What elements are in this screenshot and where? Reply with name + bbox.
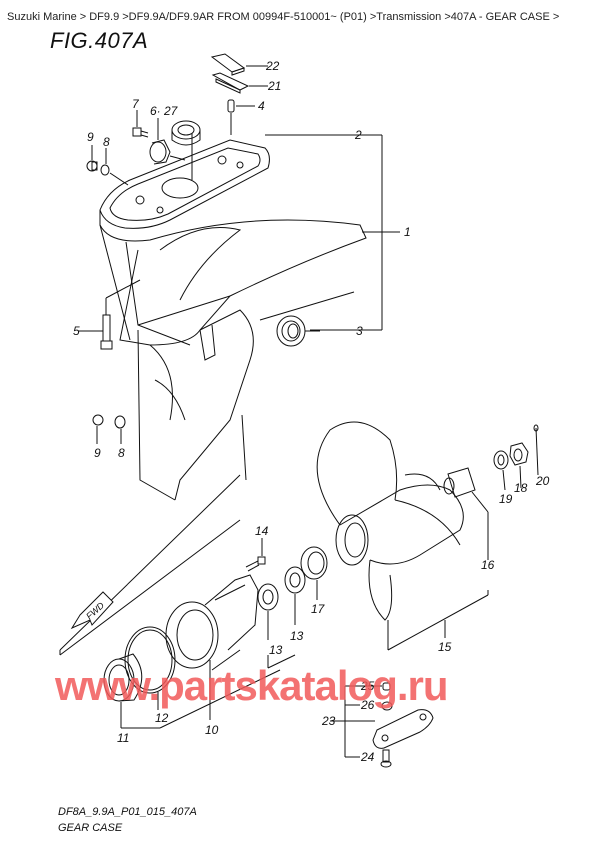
figure-title: FIG.407A [50, 28, 149, 53]
callout-15[interactable]: 15 [438, 640, 452, 654]
callout-9-upper[interactable]: 9 [87, 130, 94, 144]
diagram-name: GEAR CASE [58, 822, 123, 834]
callout-24[interactable]: 24 [360, 750, 375, 764]
callout-5[interactable]: 5 [73, 324, 80, 338]
part-23-anode-plate[interactable] [372, 709, 434, 749]
fwd-arrow-icon: FWD [70, 591, 114, 630]
part-19-washer[interactable] [493, 450, 509, 470]
callout-23[interactable]: 23 [321, 714, 336, 728]
callout-7[interactable]: 7 [132, 97, 140, 111]
callout-22[interactable]: 22 [265, 59, 280, 73]
part-7-bolt[interactable] [132, 127, 149, 138]
part-8-washer-upper[interactable] [100, 164, 110, 176]
part-13-oil-seal-a[interactable] [284, 566, 306, 594]
part-18-castle-nut[interactable] [509, 442, 529, 466]
watermark: www.partskatalog.ru [55, 662, 449, 709]
part-6-27-bushing[interactable] [149, 139, 171, 165]
callout-2[interactable]: 2 [354, 128, 362, 142]
part-21-shim[interactable] [211, 72, 250, 94]
callout-20[interactable]: 20 [535, 474, 550, 488]
callout-4[interactable]: 4 [258, 99, 265, 113]
callout-21[interactable]: 21 [267, 79, 281, 93]
callout-19[interactable]: 19 [499, 492, 513, 506]
part-17-oil-seal[interactable] [300, 546, 328, 580]
callout-18[interactable]: 18 [514, 481, 528, 495]
callout-11[interactable]: 11 [117, 731, 129, 745]
diagram-code: DF8A_9.9A_P01_015_407A [58, 806, 197, 818]
part-9-bolt-lower[interactable] [92, 414, 104, 426]
callout-8-upper[interactable]: 8 [103, 135, 110, 149]
callout-13-a[interactable]: 13 [290, 629, 304, 643]
part-14-bolt[interactable] [245, 556, 266, 572]
part-1-gear-case[interactable] [99, 210, 367, 501]
callout-3[interactable]: 3 [356, 324, 363, 338]
part-9-bolt-upper[interactable] [86, 160, 98, 172]
part-3-oil-seal[interactable] [276, 315, 306, 347]
callout-14[interactable]: 14 [255, 524, 269, 538]
part-22-shim[interactable] [210, 53, 246, 76]
part-12-o-ring[interactable] [124, 626, 176, 694]
part-8-washer-lower[interactable] [114, 415, 126, 429]
callout-1[interactable]: 1 [404, 225, 411, 239]
part-5-bolt[interactable] [100, 314, 113, 350]
part-10-bearing-housing[interactable] [165, 574, 259, 671]
callout-8-lower[interactable]: 8 [118, 446, 125, 460]
callout-16[interactable]: 16 [481, 558, 495, 572]
callout-9-lower[interactable]: 9 [94, 446, 101, 460]
part-16-bushing[interactable] [443, 467, 476, 498]
part-2-gear-case-plate[interactable] [99, 139, 270, 229]
part-24-bolt[interactable] [380, 749, 392, 768]
callout-26[interactable]: 26 [360, 698, 375, 712]
callout-25[interactable]: 25 [360, 679, 375, 693]
part-4-pin[interactable] [227, 99, 235, 113]
breadcrumb[interactable]: Suzuki Marine > DF9.9 >DF9.9A/DF9.9AR FR… [7, 11, 560, 23]
part-11-bearing[interactable] [103, 653, 143, 702]
callout-12[interactable]: 12 [155, 711, 169, 725]
part-13-oil-seal-b[interactable] [257, 583, 279, 611]
part-26-washer[interactable] [381, 701, 393, 711]
callout-13-b[interactable]: 13 [269, 643, 283, 657]
part-25-cap[interactable] [382, 682, 391, 691]
callout-17[interactable]: 17 [311, 602, 326, 616]
callout-10[interactable]: 10 [205, 723, 219, 737]
part-15-propeller[interactable] [316, 421, 464, 621]
callout-6-27[interactable]: 6· 27 [150, 104, 179, 118]
part-20-cotter-pin[interactable] [533, 424, 539, 476]
bearing[interactable] [171, 120, 201, 146]
